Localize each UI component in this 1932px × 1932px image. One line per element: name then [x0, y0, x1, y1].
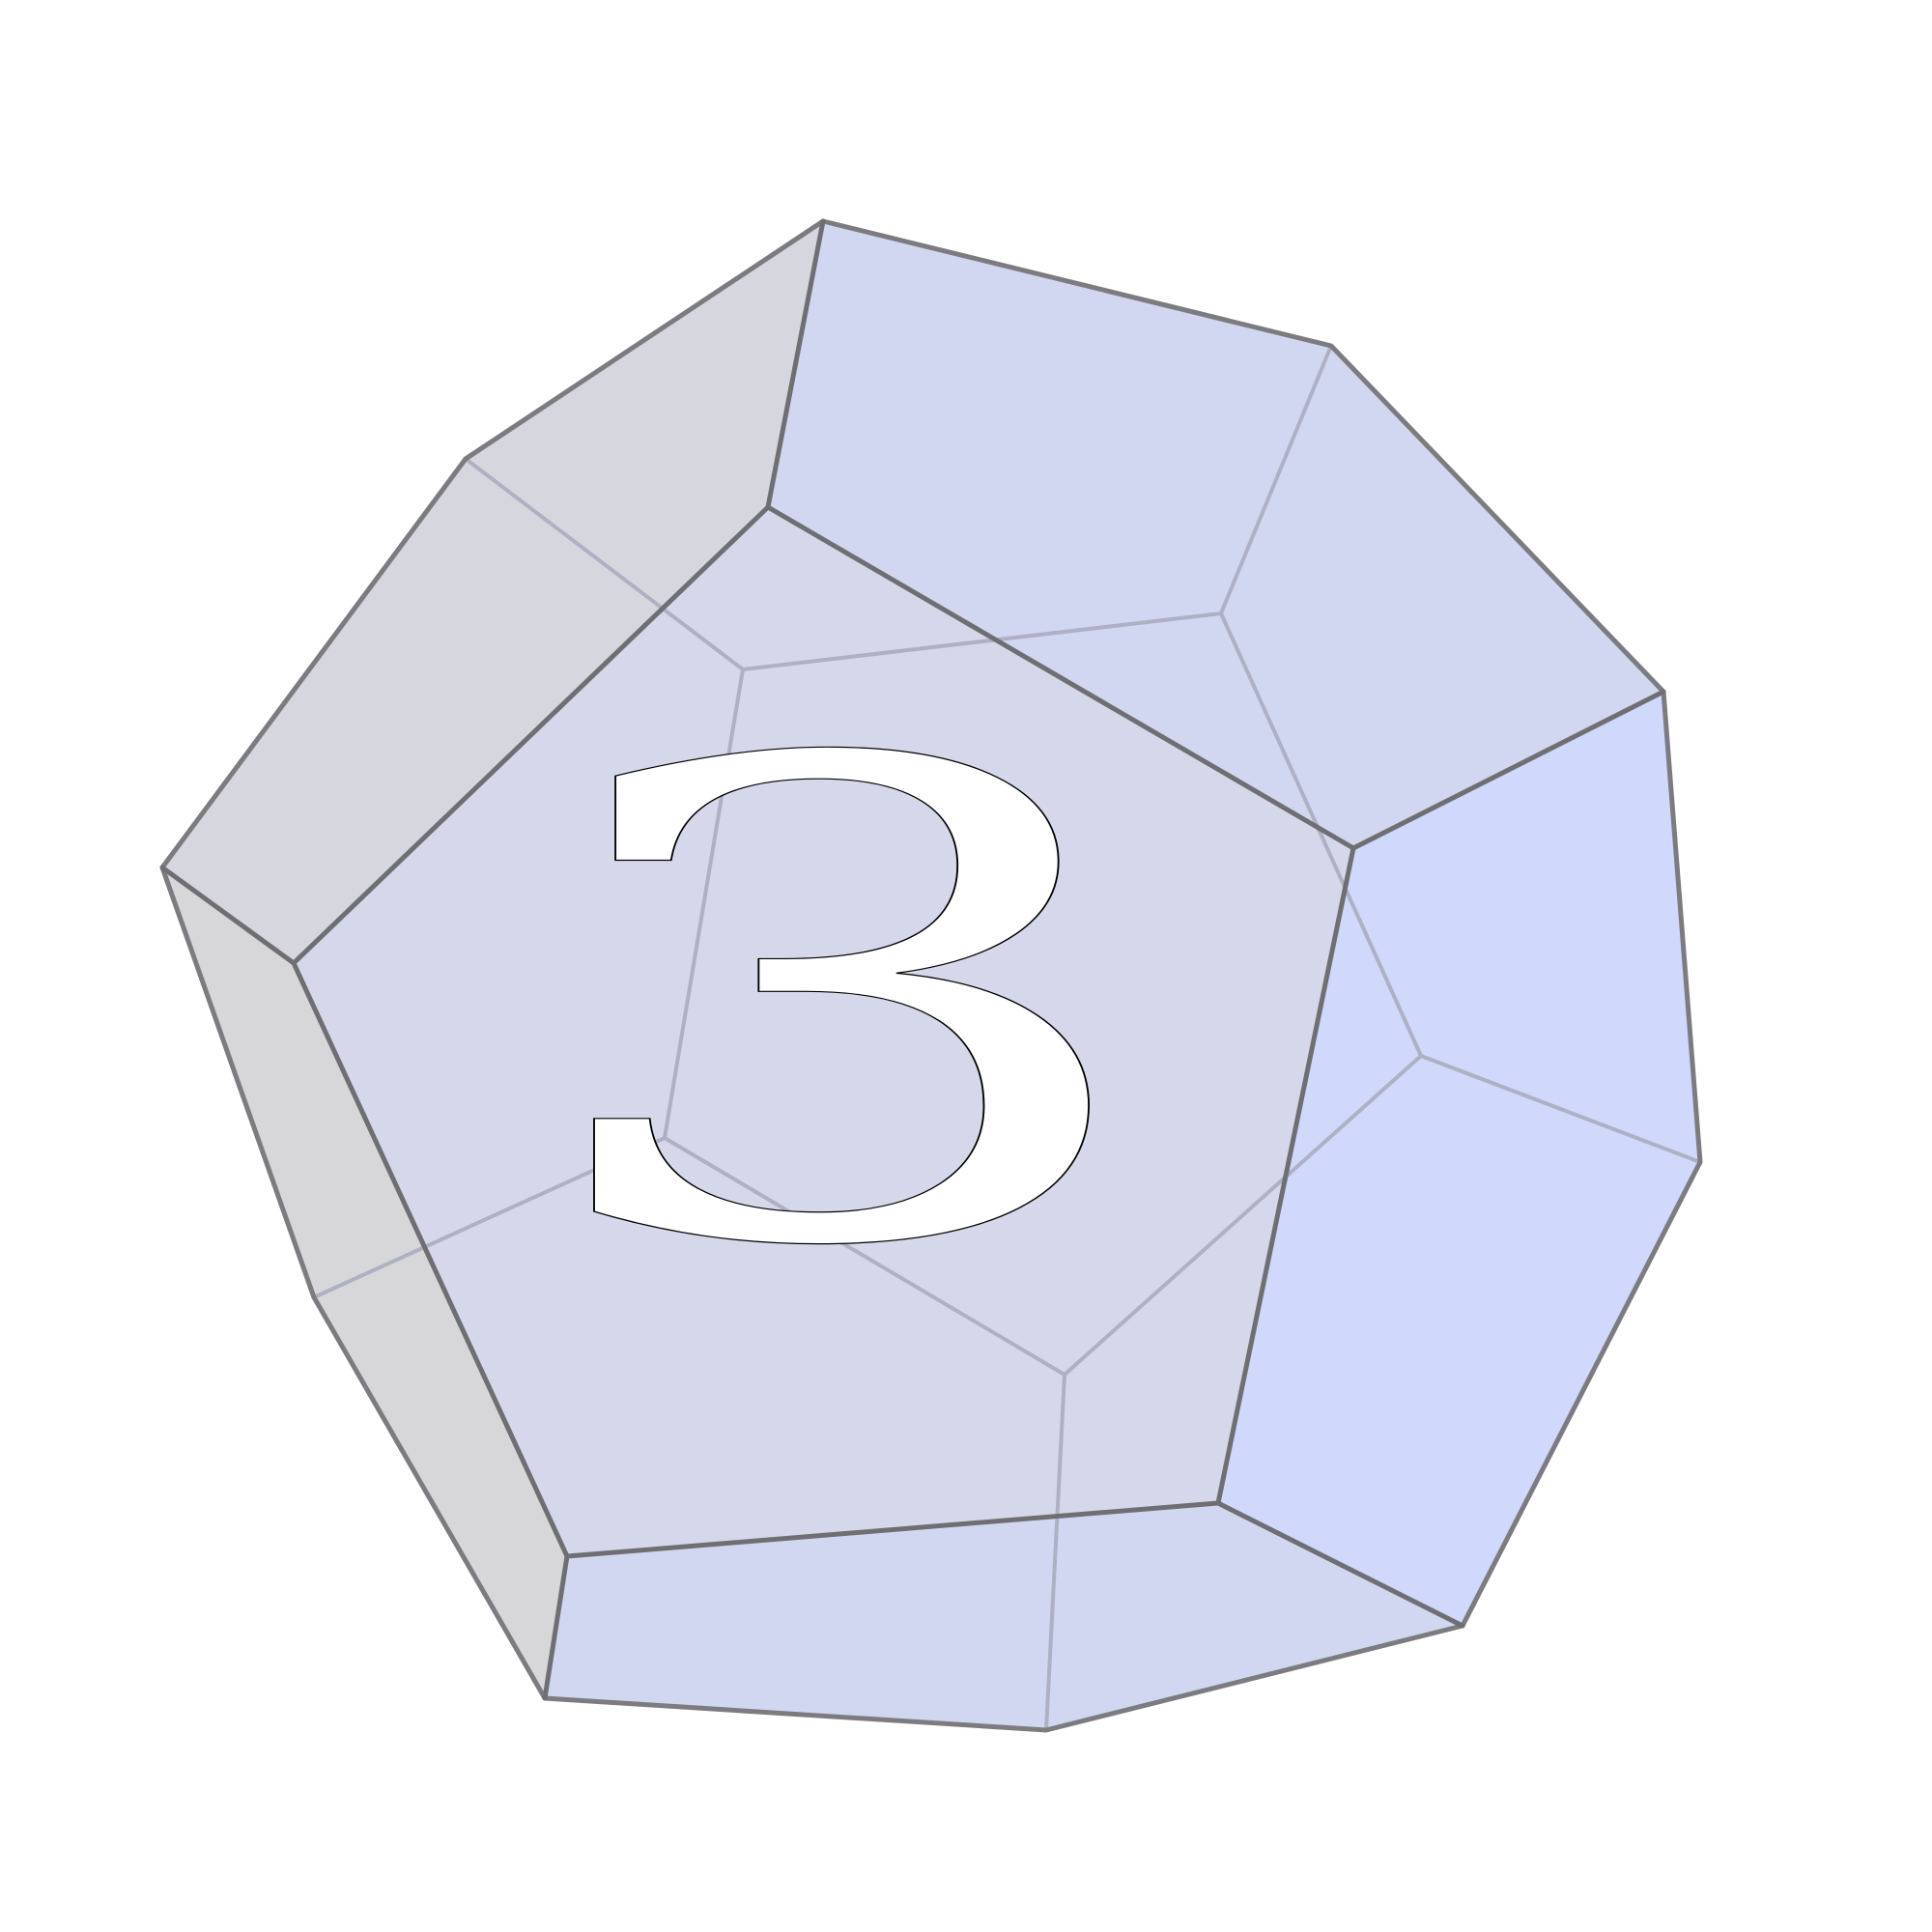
hidden-edge-5: [1044, 1373, 1066, 1732]
hidden-edges: [312, 344, 1702, 1732]
edge-left-spoke: [159, 865, 297, 966]
edge-lower-left-spoke: [542, 1553, 570, 1701]
hidden-edge-4: [1419, 1054, 1702, 1164]
hidden-edge-1: [464, 457, 745, 671]
face-front: [294, 507, 1353, 1556]
edge-lower-right-spoke: [1215, 1500, 1465, 1629]
face-numeral: 3: [517, 626, 1165, 1390]
edge-top-spoke: [765, 218, 826, 510]
hidden-edge-3: [1219, 344, 1333, 615]
silhouette-outline: [159, 218, 1703, 1733]
face-upper-left: [162, 221, 823, 963]
hidden-edge-back-pentagon: [312, 611, 1424, 1378]
face-bottom: [545, 1503, 1463, 1730]
visible-edges: [159, 218, 1666, 1701]
outline-edges: [159, 218, 1703, 1733]
face-top: [768, 221, 1663, 848]
face-lower-left: [162, 867, 567, 1698]
front-face-outline: [291, 504, 1356, 1559]
hidden-edge-2: [663, 668, 745, 1140]
edge-right-spoke: [1350, 689, 1666, 851]
